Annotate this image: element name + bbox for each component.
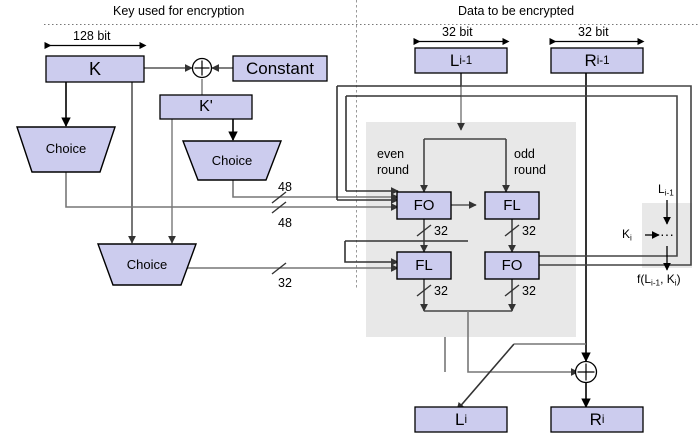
r-in-subscript: i-1 bbox=[596, 54, 610, 67]
legend-arrows bbox=[645, 200, 671, 271]
bitwidth-slashes bbox=[271, 191, 287, 275]
constant-box-label[interactable]: Constant bbox=[245, 58, 315, 78]
kprime-box-label[interactable]: K' bbox=[199, 98, 213, 115]
choice-block-1-label[interactable]: Choice bbox=[45, 140, 87, 156]
choice-shape-1 bbox=[16, 126, 116, 173]
legend-body-ellipsis: ··· bbox=[660, 226, 674, 242]
legend-output-prefix: f(L bbox=[637, 272, 652, 286]
bitwidth-slashes-data bbox=[416, 224, 520, 297]
xor-key-shape bbox=[191, 57, 213, 79]
width-label-48-upper: 48 bbox=[278, 180, 292, 194]
l-in-box-shape bbox=[414, 47, 508, 74]
l-out-symbol: L bbox=[454, 409, 465, 429]
legend-input-label: Li-1 bbox=[658, 182, 674, 197]
legend-key-symbol: K bbox=[622, 227, 631, 241]
fl-bottom-label[interactable]: FL bbox=[415, 257, 433, 274]
width-label-32-fl-bottom: 32 bbox=[434, 284, 448, 298]
l-out-subscript: i bbox=[464, 413, 468, 426]
odd-round-label-line2: round bbox=[514, 163, 546, 177]
width-label-32-choice3: 32 bbox=[278, 276, 292, 290]
legend-output-mid: , K bbox=[660, 272, 675, 286]
r-in-symbol: R bbox=[584, 50, 597, 70]
round-group-box bbox=[366, 122, 576, 337]
section-title-left: Key used for encryption bbox=[113, 4, 245, 18]
section-title-right: Data to be encrypted bbox=[458, 4, 575, 18]
legend-key-subscript: i bbox=[630, 233, 632, 243]
dimension-arrows bbox=[44, 37, 645, 50]
choice-shape-2 bbox=[181, 140, 283, 181]
r-out-subscript: i bbox=[601, 413, 605, 426]
fo-top-box-shape bbox=[396, 191, 452, 220]
fo-bottom-box-shape bbox=[484, 251, 540, 280]
data-side-wires bbox=[336, 73, 692, 411]
fl-bottom-box-shape bbox=[396, 251, 452, 280]
legend-output-subscript-1: i-1 bbox=[651, 278, 661, 288]
legend-output-subscript-2: i bbox=[674, 278, 677, 288]
l-in-subscript: i-1 bbox=[459, 54, 473, 67]
dim-label-32bit-right: 32 bit bbox=[578, 25, 609, 39]
choice-block-3-label[interactable]: Choice bbox=[126, 257, 168, 272]
legend-output-suffix: ) bbox=[676, 272, 681, 286]
even-round-label-line2: round bbox=[377, 163, 409, 177]
k-box-label[interactable]: K bbox=[88, 58, 101, 79]
r-out-box-shape bbox=[550, 406, 644, 433]
xor-data-shape bbox=[574, 360, 598, 384]
even-round-label-line1: even bbox=[377, 147, 405, 161]
l-in-symbol: L bbox=[449, 50, 460, 70]
r-in-box-shape bbox=[550, 47, 644, 74]
legend-input-subscript: i-1 bbox=[664, 188, 674, 198]
legend-key-label: Ki bbox=[622, 227, 632, 242]
choice-block-2-label[interactable]: Choice bbox=[211, 152, 253, 168]
fo-top-label[interactable]: FO bbox=[413, 197, 435, 214]
legend-output-label: f(Li-1, Ki) bbox=[637, 272, 681, 287]
k-box-shape bbox=[45, 55, 145, 83]
fl-top-label[interactable]: FL bbox=[503, 197, 521, 214]
odd-round-label-line1: odd bbox=[514, 147, 535, 161]
dim-label-128bit: 128 bit bbox=[73, 29, 111, 43]
choice-shape-3 bbox=[96, 243, 198, 286]
width-label-32-fl-top: 32 bbox=[522, 224, 536, 238]
key-side-wires bbox=[61, 64, 399, 272]
width-label-32-fo-top: 32 bbox=[434, 224, 448, 238]
width-label-32-fo-bottom: 32 bbox=[522, 284, 536, 298]
legend-input-symbol: L bbox=[658, 182, 665, 196]
l-out-box-shape bbox=[414, 406, 508, 433]
width-label-48-lower: 48 bbox=[278, 216, 292, 230]
r-out-symbol: R bbox=[589, 409, 602, 429]
constant-box-shape bbox=[232, 55, 328, 82]
kprime-box-shape bbox=[159, 94, 253, 120]
fo-bottom-label[interactable]: FO bbox=[501, 257, 523, 274]
fl-top-box-shape bbox=[484, 191, 540, 220]
dim-label-32bit-left: 32 bit bbox=[442, 25, 473, 39]
